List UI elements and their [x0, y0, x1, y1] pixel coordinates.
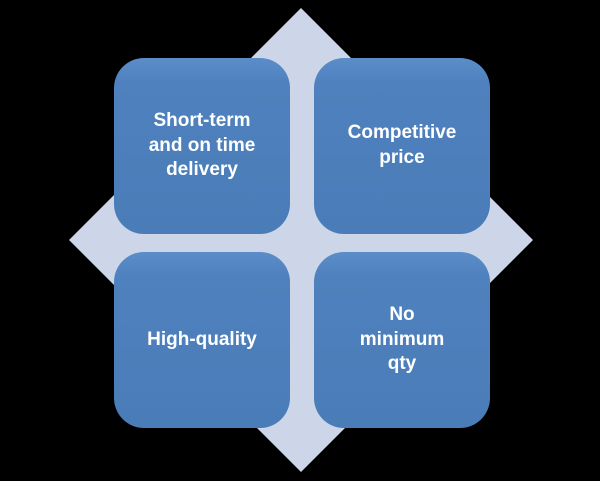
quadrant-box-bottom-right: No minimum qty: [314, 252, 490, 428]
quadrant-label-top-right: Competitive price: [347, 122, 457, 168]
quadrant-label-bottom-left: High-quality: [147, 328, 257, 350]
quadrant-box-bottom-left: High-quality: [114, 252, 290, 428]
quadrant-box-top-left: Short-term and on time delivery: [114, 58, 290, 234]
quadrant-box-top-right: Competitive price: [314, 58, 490, 234]
quadrant-label-bottom-right: No minimum qty: [359, 303, 445, 375]
quadrant-label-top-left: Short-term and on time delivery: [148, 109, 256, 181]
